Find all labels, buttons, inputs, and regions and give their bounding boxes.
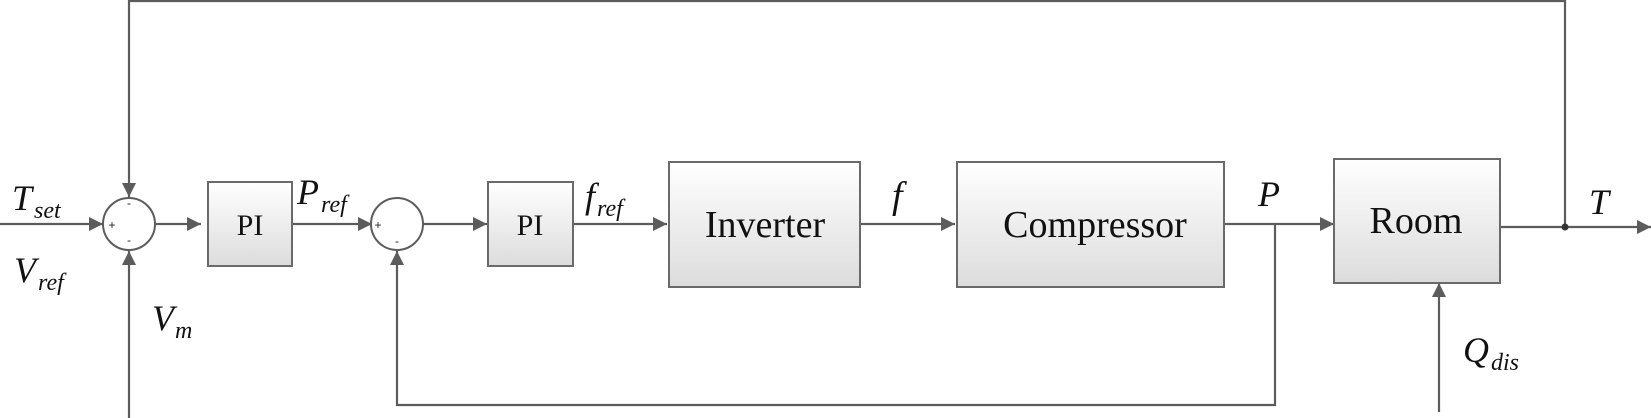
inverter-label: Inverter [705,204,826,246]
f-label: f [892,175,907,217]
pi-controller-1: PI [207,181,293,267]
summing-junction-1: - + - [102,196,156,251]
p-ref-label: Pref [296,172,350,218]
q-dis-label: Qdis [1463,330,1519,376]
pi-controller-2: PI [487,181,574,267]
sum-1-bottom-sign: - [127,233,131,247]
v-ref-label: Vref [14,250,67,296]
t-output-label: T [1589,182,1612,222]
inverter-block: Inverter [668,161,861,288]
t-set-label: Tset [12,178,62,224]
summing-junction-2: + - [370,197,424,251]
sum-2-bottom-sign: - [395,234,399,248]
p-feedback-wire [390,224,1277,407]
compressor-label: Compressor [1003,204,1187,246]
sum-1-left-sign: + [108,218,115,232]
sum-2-left-sign: + [374,218,381,232]
sum-1-top-sign: - [127,196,131,210]
t-feedback-wire [122,0,1567,227]
t-branch-junction-dot [1561,223,1569,231]
room-block: Room [1333,158,1501,284]
pi-controller-1-label: PI [237,209,264,242]
compressor-block: Compressor [956,161,1225,288]
f-ref-label: fref [585,176,626,222]
pi-controller-2-label: PI [517,209,544,242]
v-m-label: Vm [152,298,192,344]
room-label: Room [1370,200,1463,242]
p-label: P [1257,174,1280,214]
